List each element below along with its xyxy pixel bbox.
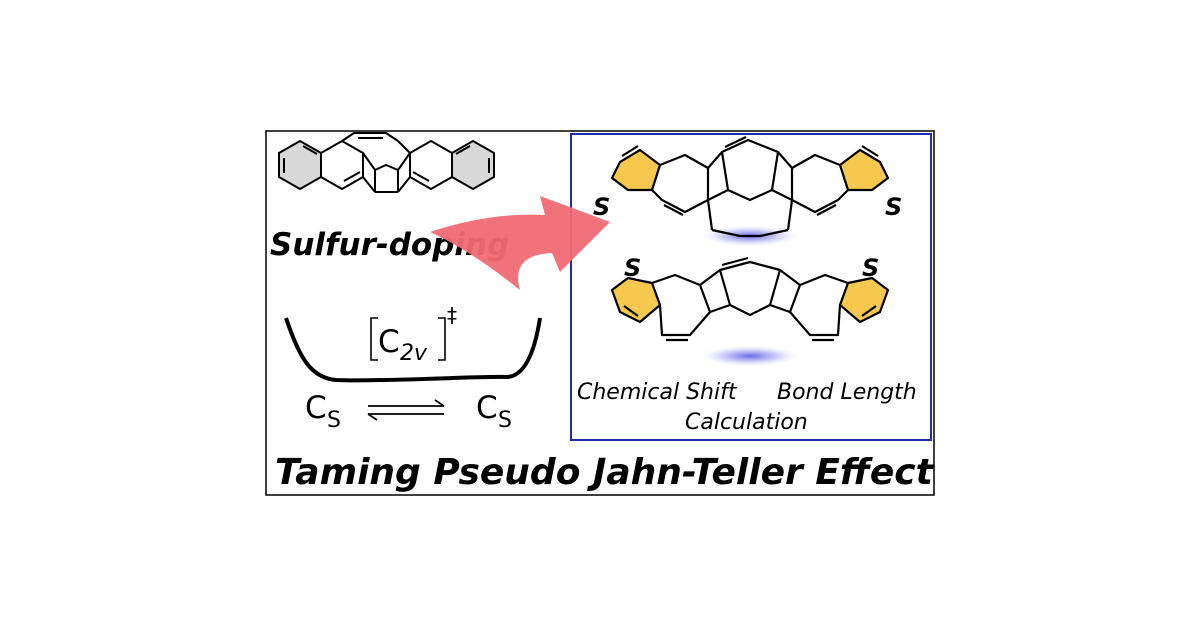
thiophene-molecule-2 (610, 256, 890, 342)
bond-length-label: Bond Length (777, 380, 917, 405)
svg-text:C: C (305, 390, 327, 426)
ts-subscript: 2v (400, 341, 428, 366)
doping-arrow (430, 196, 610, 290)
left-benzene-ring (278, 140, 322, 190)
parent-molecule (278, 132, 495, 193)
sulfur-label-2a: S (624, 254, 641, 282)
ts-letter: C (378, 324, 400, 360)
transition-state: C 2v ‡ (370, 303, 457, 366)
cs-left: C S (305, 390, 341, 433)
equilibrium-arrows (367, 399, 445, 421)
cs-right: C S (476, 390, 512, 433)
sulfur-label-1a: S (593, 193, 610, 221)
svg-text:S: S (327, 408, 341, 433)
sulfur-label-2b: S (862, 254, 879, 282)
outer-frame (265, 130, 935, 496)
sulfur-label-1b: S (885, 193, 902, 221)
right-benzene-ring (451, 140, 495, 190)
svg-text:C: C (476, 390, 498, 426)
svg-text:S: S (498, 408, 512, 433)
glow-2 (698, 345, 802, 367)
chemical-shift-label: Chemical Shift (577, 380, 738, 405)
figure-title: Taming Pseudo Jahn-Teller Effect (275, 452, 935, 493)
thiophene-ring-right-1 (838, 148, 890, 192)
thiophene-molecule-1 (610, 136, 890, 238)
highlight-box (570, 133, 932, 441)
calculation-label: Calculation (685, 410, 808, 435)
ts-dagger: ‡ (447, 303, 457, 327)
thiophene-ring-left-1 (610, 148, 662, 192)
energy-curve (284, 317, 542, 383)
